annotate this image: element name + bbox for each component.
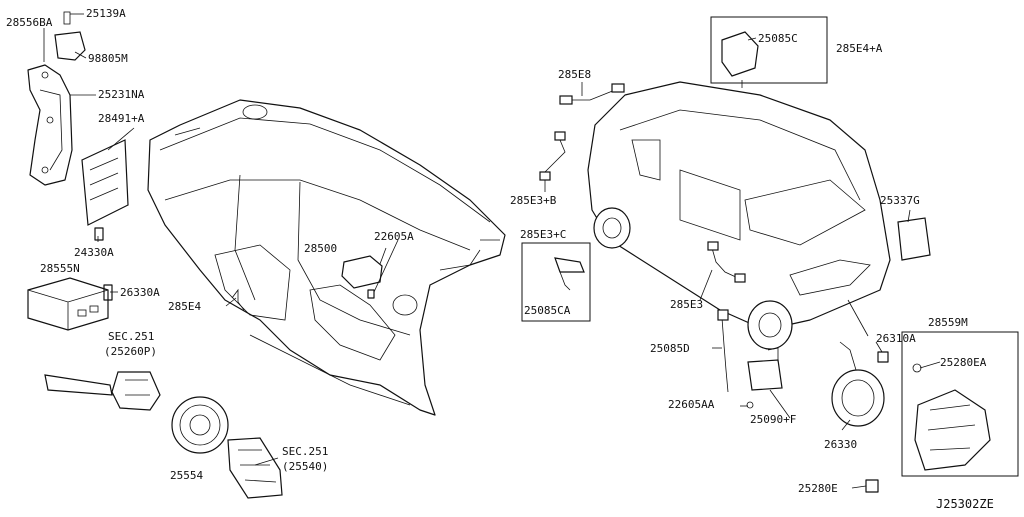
- sensor-98805M: [54, 11, 86, 61]
- bolt-26330A: [103, 284, 113, 301]
- harness-285E4: [231, 288, 245, 311]
- harness-285E3: [707, 241, 746, 283]
- label-98805M: 98805M: [88, 52, 128, 65]
- label-28491A: 28491+A: [98, 112, 145, 125]
- label-sec251-b-sub: (25540): [282, 460, 328, 473]
- inset-285E3C-25085CA: [521, 242, 591, 322]
- label-sec251-a-sub: (25260P): [104, 345, 157, 358]
- label-22605A: 22605A: [374, 230, 414, 243]
- bolt-24330A: [94, 227, 104, 241]
- label-sec251-a: SEC.251: [108, 330, 154, 343]
- bolt-26310A: [877, 351, 889, 363]
- spiral-cable-25554: [171, 396, 229, 454]
- control-unit-28491A: [81, 139, 129, 226]
- switch-assembly-25540: [227, 437, 283, 499]
- label-sec251-b: SEC.251: [282, 445, 328, 458]
- label-25085D: 25085D: [650, 342, 690, 355]
- bolt-22605AA: [746, 401, 754, 409]
- callout-labels: 28556BA 25139A 98805M 25231NA 28491+A 24…: [6, 7, 994, 511]
- label-285E4: 285E4: [168, 300, 201, 313]
- label-25085C: 25085C: [758, 32, 798, 45]
- label-285E8: 285E8: [558, 68, 591, 81]
- combination-switch: [44, 371, 161, 411]
- label-26330A: 26330A: [120, 286, 160, 299]
- control-unit-28555N: [27, 277, 109, 331]
- label-22605AA: 22605AA: [668, 398, 715, 411]
- sensor-25337G: [897, 217, 931, 261]
- harness-285E8: [559, 83, 625, 105]
- label-25139A: 25139A: [86, 7, 126, 20]
- label-25337G: 25337G: [880, 194, 920, 207]
- label-28556BA: 28556BA: [6, 16, 53, 29]
- label-25554: 25554: [170, 469, 203, 482]
- cable-25085D: [717, 309, 729, 393]
- inset-28559M: [901, 331, 1019, 477]
- label-25280EA: 25280EA: [940, 356, 987, 369]
- leader-lines: [43, 13, 941, 489]
- label-26330: 26330: [824, 438, 857, 451]
- label-25090F: 25090+F: [750, 413, 796, 426]
- bolt-22605A: [367, 289, 375, 299]
- bolt-25280E: [865, 479, 879, 493]
- horn-26330: [831, 341, 885, 427]
- label-25231NA: 25231NA: [98, 88, 145, 101]
- inset-25085C: [710, 16, 828, 88]
- dashboard-panel: [147, 99, 506, 416]
- sensor-25090F: [747, 347, 783, 391]
- label-26310A: 26310A: [876, 332, 916, 345]
- label-25085CA: 25085CA: [524, 304, 571, 317]
- label-285E4A: 285E4+A: [836, 42, 883, 55]
- module-28500: [341, 255, 383, 289]
- label-28500: 28500: [304, 242, 337, 255]
- vehicle-body: [587, 81, 891, 350]
- harness-285E3B: [539, 131, 566, 181]
- bracket-25231NA: [27, 64, 73, 186]
- label-24330A: 24330A: [74, 246, 114, 259]
- label-285E3C: 285E3+C: [520, 228, 566, 241]
- label-28555N: 28555N: [40, 262, 80, 275]
- label-25280E: 25280E: [798, 482, 838, 495]
- label-285E3: 285E3: [670, 298, 703, 311]
- drawing-number: J25302ZE: [936, 497, 994, 511]
- label-28559M: 28559M: [928, 316, 968, 329]
- label-285E3B: 285E3+B: [510, 194, 557, 207]
